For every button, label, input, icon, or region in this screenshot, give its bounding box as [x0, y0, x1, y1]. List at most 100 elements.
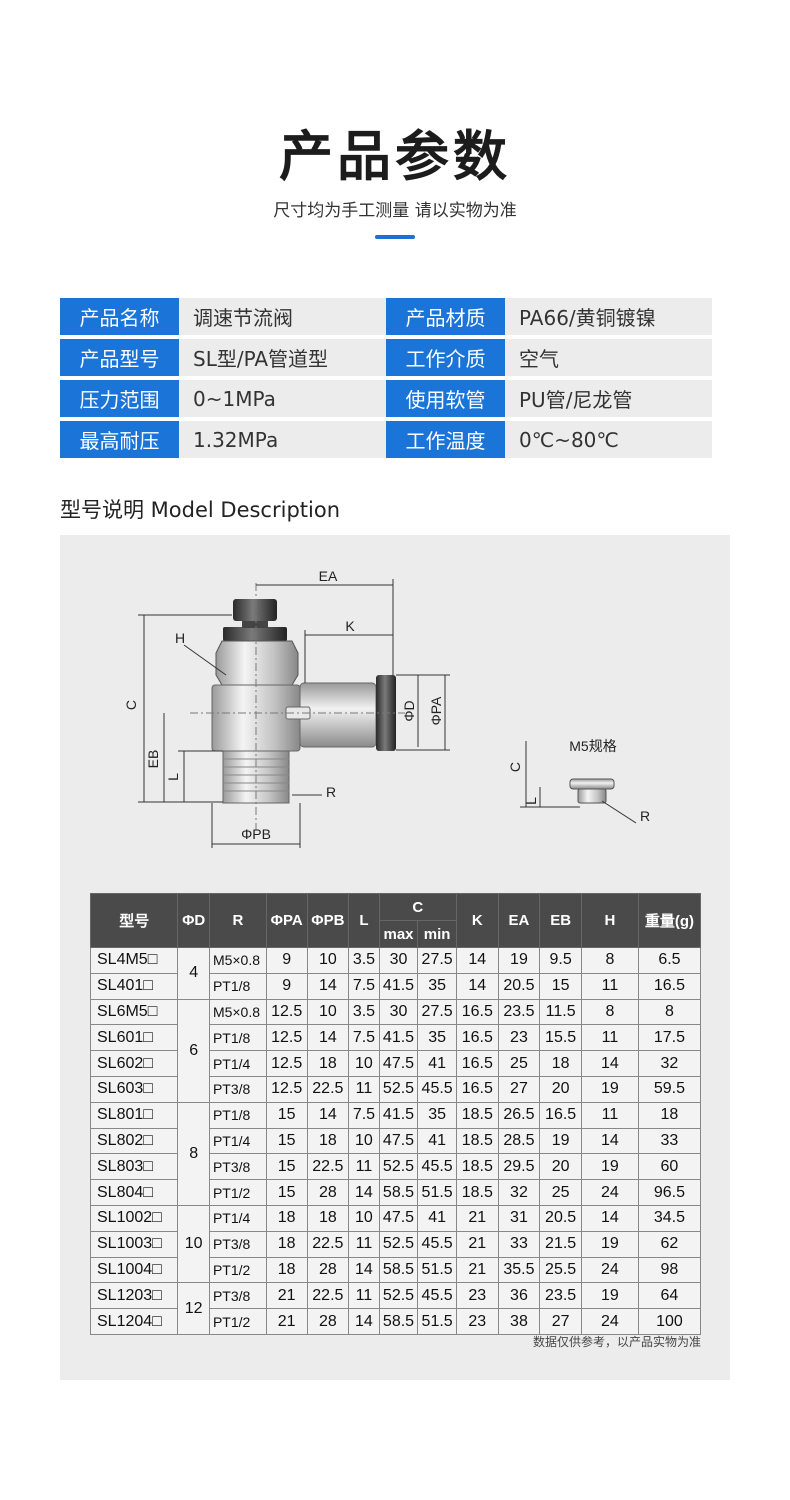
pa-cell: 15: [265, 1153, 308, 1181]
ea-cell: 32: [497, 1179, 541, 1206]
header-l: L: [348, 893, 380, 948]
cmax-cell: 58.5: [378, 1256, 419, 1284]
eb-cell: 27: [539, 1308, 582, 1335]
table-row: SL603□ PT3/8 12.5 22.5 11 52.5 45.5 16.5…: [89, 1075, 702, 1103]
weight-cell: 98: [637, 1256, 702, 1284]
table-row: SL601□ PT1/8 12.5 14 7.5 41.5 35 16.5 23…: [89, 1024, 702, 1052]
header-h: H: [580, 893, 639, 948]
pb-cell: 28: [306, 1256, 350, 1284]
l-cell: 3.5: [348, 947, 380, 974]
pb-cell: 22.5: [306, 1153, 350, 1181]
cmin-cell: 27.5: [417, 998, 457, 1026]
ea-cell: 29.5: [497, 1153, 541, 1181]
model-table: 型号 ΦD R ΦPA ΦPB L C K EA EB H 重量(g) max …: [89, 893, 702, 1335]
cmin-cell: 45.5: [417, 1153, 457, 1181]
table-row: SL801□ 8 PT1/8 15 14 7.5 41.5 35 18.5 26…: [89, 1101, 702, 1206]
weight-cell: 32: [637, 1050, 702, 1077]
ea-cell: 28.5: [497, 1127, 541, 1155]
header-pb: ΦPB: [306, 893, 350, 948]
table-row: SL4M5□ 4 M5×0.8 9 10 3.5 30 27.5 14 19 9…: [89, 947, 702, 1000]
cmin-cell: 51.5: [417, 1179, 457, 1206]
ea-cell: 23: [497, 1024, 541, 1052]
ea-cell: 31: [497, 1204, 541, 1232]
eb-cell: 19: [539, 1127, 582, 1155]
r-cell: PT1/8: [208, 1101, 267, 1129]
d-cell: 4: [177, 947, 210, 1000]
eb-cell: 20: [539, 1075, 582, 1103]
d-label: ΦD: [401, 700, 417, 721]
header-c: C: [378, 893, 457, 921]
h-label: H: [175, 630, 185, 646]
weight-cell: 8: [637, 998, 702, 1026]
cmax-cell: 47.5: [378, 1204, 419, 1232]
spec-key: 压力范围: [60, 380, 179, 417]
pa-cell: 15: [265, 1179, 308, 1206]
pa-cell: 15: [265, 1127, 308, 1155]
weight-cell: 33: [637, 1127, 702, 1155]
table-note: 数据仅供参考，以产品实物为准: [532, 1335, 701, 1349]
model-cell: SL1004□: [89, 1256, 179, 1284]
r-cell: PT1/2: [208, 1308, 267, 1335]
spec-value: SL型/PA管道型: [179, 339, 386, 376]
model-cell: SL1002□: [89, 1204, 179, 1232]
h-cell: 14: [580, 1127, 639, 1155]
d-cell: 12: [177, 1282, 210, 1335]
eb-cell: 15: [539, 972, 582, 1000]
r-cell: PT1/8: [208, 972, 267, 1000]
pb-label: ΦPB: [241, 826, 271, 842]
pb-cell: 10: [306, 998, 350, 1026]
weight-cell: 18: [637, 1101, 702, 1129]
ea-cell: 26.5: [497, 1101, 541, 1129]
l-cell: 7.5: [348, 1024, 380, 1052]
model-cell: SL1003□: [89, 1230, 179, 1258]
cmin-cell: 27.5: [417, 947, 457, 974]
section-heading: 型号说明 Model Description: [60, 498, 341, 522]
k-cell: 23: [455, 1308, 499, 1335]
m5-r-label: R: [640, 808, 650, 824]
spec-key: 工作温度: [386, 421, 505, 458]
r-cell: M5×0.8: [208, 947, 267, 974]
spec-key: 产品材质: [386, 298, 505, 335]
k-cell: 14: [455, 972, 499, 1000]
cmin-cell: 45.5: [417, 1075, 457, 1103]
spec-value: 1.32MPa: [179, 421, 386, 458]
cmin-cell: 41: [417, 1050, 457, 1077]
pb-cell: 14: [306, 1024, 350, 1052]
l-cell: 10: [348, 1204, 380, 1232]
cmin-cell: 45.5: [417, 1230, 457, 1258]
r-label: R: [326, 784, 336, 800]
ea-label: EA: [319, 568, 338, 584]
cmax-cell: 52.5: [378, 1075, 419, 1103]
cmax-cell: 41.5: [378, 1101, 419, 1129]
eb-cell: 20: [539, 1153, 582, 1181]
cmin-cell: 51.5: [417, 1308, 457, 1335]
h-cell: 19: [580, 1230, 639, 1258]
k-cell: 16.5: [455, 1024, 499, 1052]
r-cell: PT3/8: [208, 1282, 267, 1310]
pa-cell: 9: [265, 947, 308, 974]
header-ea: EA: [497, 893, 541, 948]
l-cell: 7.5: [348, 1101, 380, 1129]
model-cell: SL4M5□: [89, 947, 179, 974]
eb-cell: 16.5: [539, 1101, 582, 1129]
model-cell: SL603□: [89, 1075, 179, 1103]
spec-key: 最高耐压: [60, 421, 179, 458]
cmax-cell: 58.5: [378, 1308, 419, 1335]
cmax-cell: 58.5: [378, 1179, 419, 1206]
eb-cell: 15.5: [539, 1024, 582, 1052]
cmax-cell: 41.5: [378, 1024, 419, 1052]
k-cell: 23: [455, 1282, 499, 1310]
table-row: SL1004□ PT1/2 18 28 14 58.5 51.5 21 35.5…: [89, 1256, 702, 1284]
h-cell: 11: [580, 1024, 639, 1052]
cmax-cell: 47.5: [378, 1127, 419, 1155]
table-subheader-row: max min: [91, 920, 701, 948]
spec-value: PU管/尼龙管: [505, 380, 712, 417]
model-cell: SL801□: [89, 1101, 179, 1129]
weight-cell: 34.5: [637, 1204, 702, 1232]
header-c-max: max: [378, 920, 419, 948]
l-cell: 14: [348, 1308, 380, 1335]
spec-key: 产品型号: [60, 339, 179, 376]
title-underline: [375, 235, 415, 239]
table-row: SL1204□ PT1/2 21 28 14 58.5 51.5 23 38 2…: [89, 1308, 702, 1335]
k-cell: 21: [455, 1256, 499, 1284]
